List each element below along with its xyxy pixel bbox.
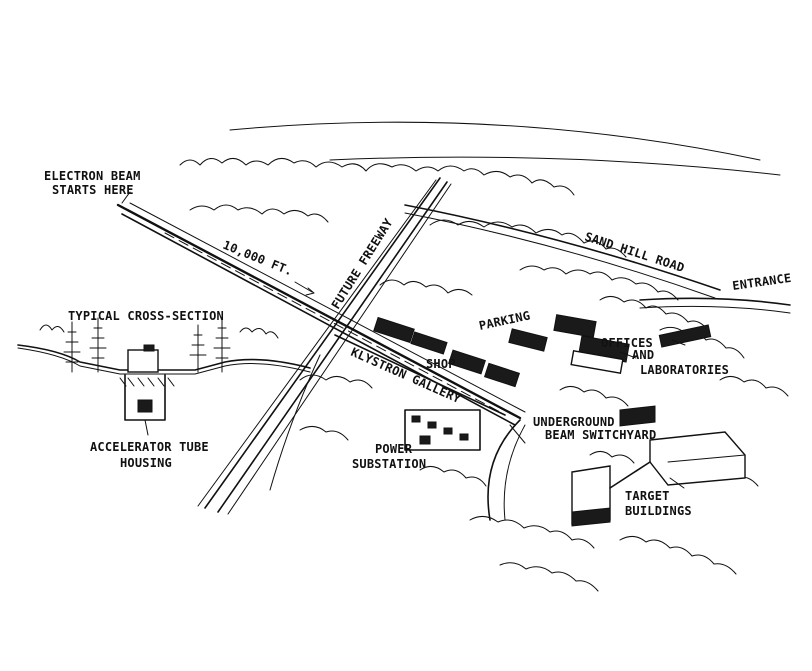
campus-buildings (373, 314, 712, 388)
label-electron-beam-2: STARTS HERE (52, 183, 134, 197)
label-buildings: BUILDINGS (625, 504, 692, 518)
horizon-line (229, 121, 761, 161)
entrance-road-edge (639, 305, 791, 314)
label-accelerator-tube: ACCELERATOR TUBE (90, 440, 209, 454)
klystron-gallery-strip (334, 334, 506, 416)
label-klystron-gallery: KLYSTRON GALLERY (349, 345, 464, 406)
label-substation: SUBSTATION (352, 457, 426, 471)
entrance-road (639, 297, 791, 306)
switchyard-road (487, 419, 521, 521)
sand-hill-road-edge (404, 212, 716, 299)
label-underground: UNDERGROUND (533, 415, 615, 429)
label-laboratories: LABORATORIES (640, 363, 729, 377)
label-beam-switchyard: BEAM SWITCHYARD (545, 428, 656, 442)
sand-hill-road (404, 204, 721, 291)
leader-lines (121, 191, 686, 489)
label-parking: PARKING (478, 308, 532, 333)
horizon-line-2 (329, 156, 781, 176)
label-and: AND (632, 348, 654, 362)
label-shop: SHOP (426, 357, 456, 371)
cross-section-inset (17, 324, 311, 421)
label-offices: OFFICES (601, 336, 653, 350)
label-typical-cross-section: TYPICAL CROSS-SECTION (68, 309, 224, 323)
switchyard-road-2 (503, 424, 526, 521)
accelerator-beam-line (116, 202, 526, 426)
future-freeway (197, 177, 452, 515)
power-substation (404, 409, 481, 451)
label-entrance: ENTRANCE (731, 271, 792, 293)
label-electron-beam-1: ELECTRON BEAM (44, 169, 141, 183)
label-housing: HOUSING (120, 456, 172, 470)
label-power: POWER (375, 442, 413, 456)
target-buildings-sketch (571, 405, 746, 527)
cross-section-trees (63, 317, 231, 373)
label-future-freeway: FUTURE FREEWAY (329, 216, 396, 312)
label-target: TARGET (625, 489, 670, 503)
